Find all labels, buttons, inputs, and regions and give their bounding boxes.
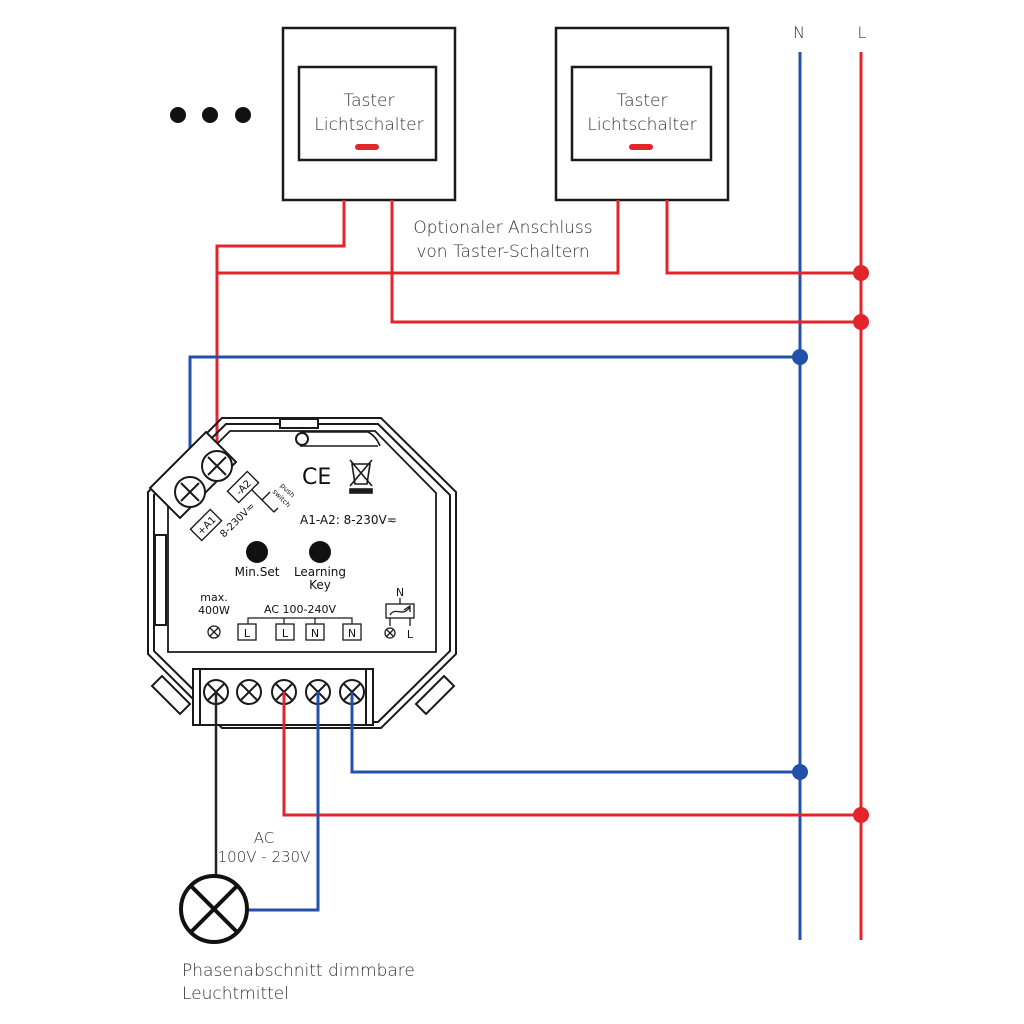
load-voltage-label: 100V - 230V [218, 848, 311, 866]
switch-2-line1: Taster [617, 91, 668, 111]
input-terminal-block [148, 430, 238, 520]
min-set-button[interactable] [246, 541, 268, 563]
switch-1-line2: Lichtschalter [314, 115, 423, 135]
push-switch-symbol [251, 489, 279, 513]
lamp-symbol-icon [179, 874, 249, 944]
optional-connection-line1: Optionaler Anschluss [413, 218, 592, 238]
max-line2: 400W [198, 604, 230, 617]
max-line1: max. [200, 591, 227, 604]
switch-1-live-wire [390, 200, 861, 324]
module-terminal-labels: L L N N [237, 623, 362, 641]
dimmer-n-label: N [396, 586, 404, 599]
switch-1-indicator [355, 144, 379, 150]
optional-connection-line2: von Taster-Schaltern [416, 242, 589, 262]
switch-1-line1: Taster [344, 91, 395, 111]
ce-mark: CE [302, 465, 331, 490]
load-caption-line2: Leuchtmittel [182, 984, 289, 1004]
lamp-output-symbol [207, 625, 221, 639]
switch-2-live-wire [665, 200, 861, 275]
ac-range-bracket [247, 617, 353, 624]
input-spec: A1-A2: 8-230V≂ [300, 513, 397, 527]
dimmer-l-label: L [407, 628, 414, 641]
module-terminal-2: L [282, 627, 289, 640]
junction-live-1 [853, 265, 869, 281]
load-caption-line1: Phasenabschnitt dimmbare [182, 961, 415, 981]
switch-1: Taster Lichtschalter [281, 26, 457, 202]
switch-2-a2-wire [217, 200, 620, 275]
dimmer-module [147, 417, 457, 729]
module-terminal-3: N [311, 627, 319, 640]
switch-2: Taster Lichtschalter [554, 26, 730, 202]
junction-neutral-2 [792, 764, 808, 780]
junction-live-3 [853, 807, 869, 823]
load-ac-label: AC [254, 829, 274, 847]
min-set-label: Min.Set [235, 565, 280, 579]
junction-live-2 [853, 314, 869, 330]
input-voltage-small: 8-230V≂ [218, 501, 257, 540]
switch-2-indicator [629, 144, 653, 150]
lamp-neutral-wire [246, 692, 320, 912]
learning-key-button[interactable] [309, 541, 331, 563]
dimmer-symbol-icon [384, 598, 415, 639]
switch-2-line2: Lichtschalter [587, 115, 696, 135]
module-terminal-1: L [244, 627, 251, 640]
live-feed-wire [282, 692, 861, 817]
crossed-bin-icon [349, 459, 373, 494]
live-rail-label: L [858, 23, 867, 42]
ac-range-label: AC 100-240V [264, 603, 336, 616]
neutral-rail-label: N [793, 23, 805, 42]
more-switches-dots [170, 107, 251, 123]
module-terminal-4: N [348, 627, 356, 640]
learning-key-line2: Key [309, 578, 331, 592]
learning-key-line1: Learning [294, 565, 346, 579]
neutral-feed-wire [350, 692, 800, 774]
junction-neutral-1 [792, 349, 808, 365]
